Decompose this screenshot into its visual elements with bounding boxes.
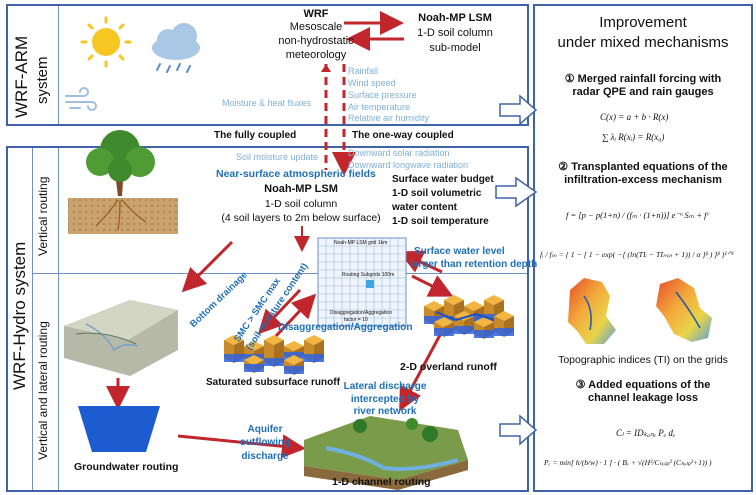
aquifer-arrow	[177, 434, 306, 459]
grid-to-overland-arrow	[411, 274, 454, 297]
item3-line2: channel leakage loss	[587, 392, 699, 404]
eq-infiltration: f = [p − p(1+n) / (fₘ · (1+n))] e⁻ᵘ Sₘ +…	[566, 210, 709, 220]
item2-line1: ② Transplanted equations of the	[558, 161, 728, 173]
wrf-line2: non-hydrostatic	[278, 35, 354, 47]
block-icon	[224, 335, 324, 375]
noah-mid-title: Noah-MP LSM	[264, 183, 338, 195]
saturated-label: Saturated subsurface runoff	[206, 377, 340, 388]
overland-label: 2-D overland runoff	[400, 361, 497, 373]
radiation-solar: Downward solar radiation	[348, 148, 450, 158]
item2-line2: infiltration-excess mechanism	[564, 174, 722, 186]
aquifer-2: outflowing	[239, 437, 291, 448]
noah-mid-line1: 1-D soil column	[264, 198, 338, 210]
eq-leakage: Cₗ = IDₖₐₙₑ Pₑ dₑ	[616, 428, 676, 438]
terrain-icon	[64, 300, 178, 376]
surface-level-1: Surface water level	[414, 246, 505, 257]
item1-line2: radar QPE and rain gauges	[572, 86, 714, 98]
vertical-routing-box	[32, 148, 527, 274]
lateral-3: river network	[353, 406, 417, 417]
wrf-arm-frame	[6, 4, 529, 126]
routing-sub-divider	[58, 148, 59, 490]
budget-line1: Surface water budget	[392, 174, 494, 185]
improvement-frame	[533, 4, 753, 492]
eq-perimeter: Pₑ = min[ h/(b/w) · 1 ] · ( Bᵥ + √(H²/Cₕ…	[544, 458, 712, 467]
watershed-map-icon	[568, 278, 712, 344]
grid-top-label: Noah-MP LSM grid 1km	[334, 240, 388, 246]
bottom-drainage-arrow	[181, 240, 234, 293]
groundwater-label: Groundwater routing	[74, 461, 179, 473]
eq-kriging: ∑ λᵢ R(xᵢ) = R(x₀)	[602, 132, 665, 142]
moisture-heat-label: Moisture & heat fluxes	[222, 98, 312, 108]
grid-disagg-label: Disaggregation/Aggregation	[330, 310, 392, 316]
noah-mid-line2: (4 soil layers to 2m below surface)	[221, 212, 381, 224]
forcing-rainfall: Rainfall	[348, 66, 379, 76]
wrf-arm-label-divider	[58, 6, 59, 124]
forcing-humidity: Relative air humidity	[348, 113, 430, 123]
overland-to-grid-arrow	[398, 250, 443, 274]
wrf-line3: meteorology	[285, 49, 347, 61]
river-icon	[304, 416, 468, 490]
eq-merge: C(x) = a + b · R(x)	[600, 112, 669, 122]
fully-coupled-label: The fully coupled	[214, 130, 297, 141]
forcing-temperature: Air temperature	[348, 102, 411, 112]
disagg-label: Disaggregation/Aggregation	[278, 322, 413, 333]
aquifer-3: discharge	[241, 451, 289, 462]
item1-line1: ① Merged rainfall forcing with	[564, 73, 722, 85]
grid-sub-label: Routing Subgrids 100m	[342, 272, 395, 278]
wind-icon	[65, 87, 97, 111]
grid-icon	[317, 237, 407, 327]
wrf-line1: Mesoscale	[289, 21, 343, 33]
noah-top-line2: sub-model	[429, 42, 481, 54]
radiation-longwave: Downward longwave radiation	[348, 160, 469, 170]
lateral-1: Lateral discharge	[343, 381, 427, 392]
tree-icon	[68, 130, 178, 234]
cloud-rain-icon	[152, 23, 200, 73]
improvement-title-1: Improvement	[599, 14, 687, 31]
near-surface-fields: Near-surface atmospheric fields	[216, 168, 376, 180]
overland-block-icon	[424, 295, 514, 339]
one-way-coupled-label: The one-way coupled	[352, 130, 454, 141]
budget-line2: 1-D soil volumetric	[392, 188, 482, 199]
lateral-2: intercepted by	[350, 394, 420, 405]
wrf-hydro-frame	[6, 146, 529, 492]
surface-level-2: larger than retention depth	[410, 259, 538, 270]
channel-label: 1-D channel routing	[332, 476, 431, 488]
aquifer-1: Aquifer	[247, 424, 283, 435]
tank-icon	[78, 406, 160, 452]
topo-caption: Topographic indices (TI) on the grids	[558, 354, 728, 366]
forcing-wind: Wind speed	[348, 78, 396, 88]
improvement-arrows	[495, 94, 538, 446]
eq-topographic: fᵢ / fₘ = { 1 − [ 1 − exp( −[ (ln(TIᵢ − …	[540, 250, 734, 259]
budget-line4: 1-D soil temperature	[392, 216, 489, 227]
budget-line3: water content	[392, 202, 458, 213]
improvement-title-2: under mixed mechanisms	[557, 34, 729, 51]
smc-arrow-up	[274, 293, 317, 338]
forcing-pressure: Surface pressure	[348, 90, 417, 100]
noah-top-line1: 1-D soil column	[417, 27, 493, 39]
noah-top-title: Noah-MP LSM	[418, 12, 492, 24]
soil-moisture-update: Soil moisture update	[236, 152, 319, 162]
hydro-label-divider	[32, 148, 33, 490]
wrf-title: WRF	[303, 8, 329, 20]
item3-line1: ③ Added equations of the	[575, 379, 711, 391]
grid-factor-label: factor = 10	[344, 317, 368, 323]
sun-icon	[80, 16, 132, 68]
